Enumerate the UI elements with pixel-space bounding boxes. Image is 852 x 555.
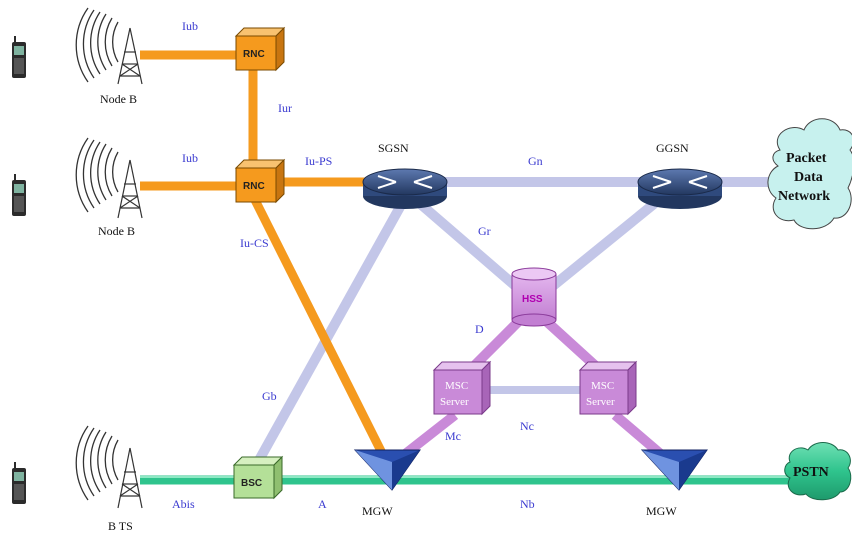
- msc-right-label-line2: Server: [586, 396, 615, 408]
- iface-d: D: [475, 322, 484, 336]
- iface-nc: Nc: [520, 419, 534, 433]
- iface-gn: Gn: [528, 154, 543, 168]
- msc-right-label-line1: MSC: [591, 380, 614, 392]
- node-b-mid-label: Node B: [98, 224, 135, 238]
- pdn-label-line1: Packet: [786, 151, 827, 166]
- node-b-top-label: Node B: [100, 92, 137, 106]
- mgw-right-icon: [640, 449, 708, 491]
- sgsn-label: SGSN: [378, 141, 409, 155]
- packet-data-network-cloud: Packet Data Network: [767, 118, 852, 230]
- iface-mc: Mc: [445, 429, 461, 443]
- radio-waves-icon: [75, 425, 119, 501]
- ggsn-label: GGSN: [656, 141, 689, 155]
- tower-icon: [117, 159, 143, 219]
- mobile-phone-icon: [12, 174, 26, 216]
- mobile-phone-icon: [12, 36, 26, 78]
- link-hss-ggsn: [544, 191, 669, 294]
- iface-iu-ps: Iu-PS: [305, 154, 332, 168]
- radio-waves-icon: [75, 7, 119, 83]
- iface-abis: Abis: [172, 497, 195, 511]
- bsc-box: BSC: [232, 455, 284, 500]
- rnc-mid-box: RNC: [234, 158, 286, 204]
- rnc-top-box: RNC: [234, 26, 286, 72]
- mgw-left-label: MGW: [362, 504, 393, 518]
- link-gb: [253, 195, 410, 465]
- iface-iub-mid: Iub: [182, 151, 198, 165]
- msc-left-label-line2: Server: [440, 396, 469, 408]
- tower-icon: [117, 27, 143, 85]
- hss-label: HSS: [522, 294, 543, 305]
- mgw-left-icon: [353, 449, 421, 491]
- hss-database-icon: HSS: [511, 267, 557, 327]
- link-gr: [406, 191, 524, 294]
- msc-server-left: MSC Server: [432, 360, 492, 416]
- msc-server-right: MSC Server: [578, 360, 638, 416]
- iface-iu-cs: Iu-CS: [240, 236, 269, 250]
- sgsn-router-icon: [362, 168, 448, 209]
- bsc-label: BSC: [241, 478, 262, 489]
- pstn-label: PSTN: [793, 465, 829, 480]
- iface-iub-top: Iub: [182, 19, 198, 33]
- pdn-label-line3: Network: [778, 189, 830, 204]
- iface-a: A: [318, 497, 327, 511]
- rnc-top-label: RNC: [243, 49, 265, 60]
- iface-nb: Nb: [520, 497, 535, 511]
- msc-left-label-line1: MSC: [445, 380, 468, 392]
- mgw-right-label: MGW: [646, 504, 677, 518]
- ggsn-router-icon: [637, 168, 723, 209]
- bts-label: B TS: [108, 519, 133, 533]
- iface-iur: Iur: [278, 101, 292, 115]
- link-iu-cs: [250, 197, 388, 458]
- iface-gr: Gr: [478, 224, 491, 238]
- iface-gb: Gb: [262, 389, 277, 403]
- rnc-mid-label: RNC: [243, 181, 265, 192]
- pdn-label-line2: Data: [794, 170, 823, 185]
- mobile-phone-icon: [12, 462, 26, 504]
- pstn-cloud: PSTN: [784, 442, 852, 501]
- radio-waves-icon: [75, 137, 119, 213]
- tower-icon: [117, 447, 143, 509]
